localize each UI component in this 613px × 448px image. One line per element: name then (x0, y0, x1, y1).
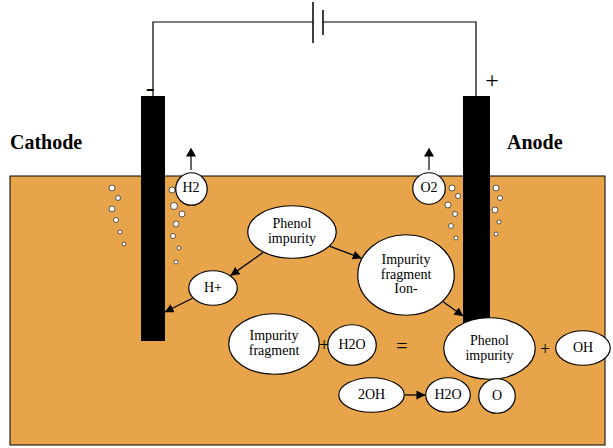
species-name: O (487, 389, 507, 404)
ellipse-shape (175, 172, 206, 204)
bubble (171, 234, 176, 239)
species-name: H+ (198, 281, 228, 296)
equation-operator: + (540, 340, 550, 358)
species-name: H2 (178, 181, 204, 196)
species-name: OH (566, 341, 600, 356)
species-name: Phenol impurity (261, 217, 323, 246)
ellipse-shape (413, 173, 446, 205)
species-name: H2O (335, 338, 369, 353)
ellipse-shape (444, 318, 536, 380)
bubble (492, 207, 498, 213)
reaction-arrow (443, 302, 463, 316)
bubble (122, 242, 126, 246)
species-circle: H+ (188, 270, 238, 306)
species-circle: Phenol impurity (247, 205, 337, 259)
bubble (169, 187, 175, 193)
species-circle: Impurity fragment Ion- (357, 234, 455, 316)
cathode-electrode: Cathode (141, 96, 165, 341)
species-circle: 2OH (338, 377, 405, 413)
bubble (445, 202, 451, 208)
species-circle: Impurity fragment (228, 313, 320, 375)
bubble (456, 194, 461, 199)
species-circle: H2O (327, 324, 377, 366)
bubble (109, 185, 115, 191)
ellipse-shape (426, 378, 471, 413)
bubble (171, 203, 178, 210)
bubble (114, 218, 119, 223)
bubble (449, 185, 455, 191)
equation-operator: + (319, 336, 329, 354)
species-circle: Phenol impurity (443, 317, 536, 380)
species-name: Impurity fragment (241, 329, 307, 358)
species-circle: OH (555, 330, 611, 366)
bubble (453, 212, 458, 217)
equation-operator: = (396, 336, 407, 356)
electrode-label: Anode (507, 132, 563, 153)
circuit-wire (153, 22, 476, 96)
bubble (497, 220, 501, 224)
species-name: O2 (416, 181, 442, 196)
polarity-sign: + (485, 68, 499, 92)
ellipse-shape (556, 331, 611, 366)
species-circle: H2O (425, 377, 471, 413)
ellipse-shape (358, 235, 455, 316)
species-name: 2OH (350, 388, 394, 403)
bubble (177, 246, 181, 250)
electrode-label: Cathode (10, 132, 82, 153)
species-name: Phenol impurity (459, 334, 521, 363)
battery-symbol (313, 2, 323, 43)
bubble (116, 196, 121, 201)
bubble (493, 185, 499, 191)
species-circle: O (478, 378, 516, 414)
bubble (109, 206, 115, 212)
bubble (118, 230, 122, 234)
bubble (179, 211, 185, 217)
bubble (174, 260, 178, 264)
ellipse-shape (248, 206, 337, 259)
gas-bubble: O2 (412, 172, 446, 205)
ellipse-shape (339, 378, 405, 413)
ellipse-shape (189, 271, 238, 306)
ellipse-shape (229, 314, 320, 375)
reaction-arrow (231, 253, 263, 276)
bubble (494, 232, 498, 236)
species-name: H2O (431, 388, 465, 403)
bubble (498, 196, 503, 201)
anode-electrode: Anode (463, 96, 490, 341)
reaction-arrow (165, 298, 192, 312)
ellipse-shape (479, 379, 516, 414)
bubble (454, 236, 458, 240)
species-name: Impurity fragment Ion- (373, 253, 439, 297)
gas-arrow (187, 149, 433, 170)
electrolyte-liquid (10, 176, 605, 445)
bubble (173, 221, 179, 227)
gas-bubble: H2 (175, 172, 208, 206)
polarity-sign: - (146, 75, 155, 101)
reaction-arrow (330, 246, 361, 258)
bubble (449, 224, 454, 229)
ellipse-shape (328, 325, 377, 366)
reaction-arrow (405, 394, 425, 395)
